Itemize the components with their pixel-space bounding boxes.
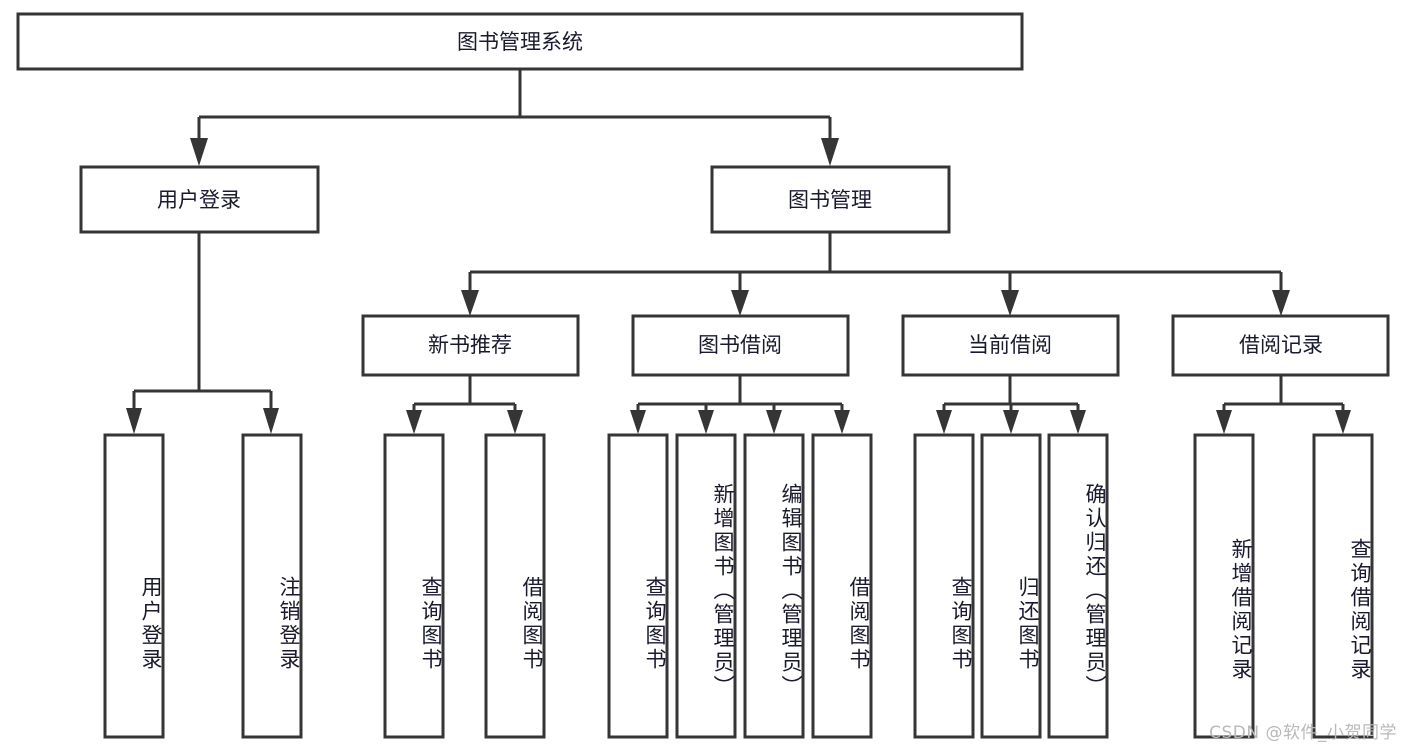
arrow-head-leaf-confirm-return — [1070, 410, 1086, 434]
node-box-leaf-return-book[interactable] — [980, 433, 1042, 739]
node-box-leaf-query-book-3[interactable] — [913, 433, 975, 739]
arrow-head-leaf-query-record — [1335, 410, 1351, 434]
node-label-new-book-recommend: 新书推荐 — [428, 333, 512, 357]
node-box-root[interactable] — [16, 12, 1024, 71]
node-book-borrow[interactable]: 图书借阅 — [631, 314, 850, 377]
connector-group-user-login — [126, 232, 279, 434]
node-box-user-login[interactable] — [79, 165, 320, 234]
arrow-head-leaf-query-book-3 — [936, 410, 952, 434]
arrow-head-current-borrow — [1001, 290, 1019, 316]
connector-group-root — [190, 68, 839, 166]
node-box-leaf-user-login[interactable] — [103, 433, 165, 739]
node-box-book-borrow[interactable] — [631, 314, 850, 377]
arrow-head-leaf-return-book — [1003, 410, 1019, 434]
arrow-head-book-manage — [821, 138, 839, 166]
node-box-leaf-borrow-book-1[interactable] — [484, 433, 546, 739]
arrow-head-leaf-user-login — [126, 408, 142, 434]
node-label-book-borrow: 图书借阅 — [698, 333, 782, 357]
node-label-user-login: 用户登录 — [157, 188, 241, 212]
leaf-boxes — [103, 433, 1374, 739]
node-new-book-recommend[interactable]: 新书推荐 — [361, 314, 580, 377]
connector-group-new-book-recommend — [406, 375, 523, 434]
node-box-new-book-recommend[interactable] — [361, 314, 580, 377]
watermark-text: CSDN @软件_小贺同学 — [1209, 723, 1397, 743]
node-box-leaf-confirm-return[interactable] — [1047, 433, 1109, 739]
connector-group-current-borrow — [936, 375, 1086, 434]
node-box-leaf-query-book-1[interactable] — [383, 433, 445, 739]
node-box-current-borrow[interactable] — [901, 314, 1120, 377]
node-label-borrow-record: 借阅记录 — [1239, 333, 1323, 357]
node-current-borrow[interactable]: 当前借阅 — [901, 314, 1120, 377]
node-box-leaf-add-book[interactable] — [675, 433, 737, 739]
arrow-head-book-borrow — [731, 290, 749, 316]
arrow-head-leaf-query-book-2 — [630, 410, 646, 434]
node-box-leaf-borrow-book-2[interactable] — [811, 433, 873, 739]
arrow-head-leaf-borrow-book-1 — [507, 410, 523, 434]
arrow-head-borrow-record — [1272, 290, 1290, 316]
node-box-leaf-edit-book[interactable] — [743, 433, 805, 739]
node-box-leaf-logout[interactable] — [241, 433, 303, 739]
arrow-head-leaf-logout — [263, 408, 279, 434]
connector-group-borrow-record — [1216, 375, 1351, 434]
arrow-head-leaf-borrow-book-2 — [834, 410, 850, 434]
arrow-head-leaf-add-book — [698, 410, 714, 434]
arrow-head-user-login — [190, 138, 208, 166]
node-box-leaf-add-record[interactable] — [1193, 433, 1255, 739]
node-label-current-borrow: 当前借阅 — [968, 333, 1052, 357]
node-label-book-manage: 图书管理 — [788, 188, 872, 212]
node-root[interactable]: 图书管理系统 — [16, 12, 1024, 71]
node-box-leaf-query-record[interactable] — [1312, 433, 1374, 739]
node-borrow-record[interactable]: 借阅记录 — [1171, 314, 1390, 377]
node-user-login[interactable]: 用户登录 — [79, 165, 320, 234]
arrow-head-leaf-query-book-1 — [406, 410, 422, 434]
arrow-head-leaf-edit-book — [766, 410, 782, 434]
node-label-root: 图书管理系统 — [457, 30, 583, 54]
node-box-borrow-record[interactable] — [1171, 314, 1390, 377]
connector-group-book-manage — [461, 232, 1290, 316]
node-book-manage[interactable]: 图书管理 — [710, 165, 951, 234]
node-box-leaf-query-book-2[interactable] — [607, 433, 669, 739]
arrow-head-leaf-add-record — [1216, 410, 1232, 434]
connector-group-book-borrow — [630, 375, 850, 434]
node-box-book-manage[interactable] — [710, 165, 951, 234]
arrow-head-new-book-recommend — [461, 290, 479, 316]
